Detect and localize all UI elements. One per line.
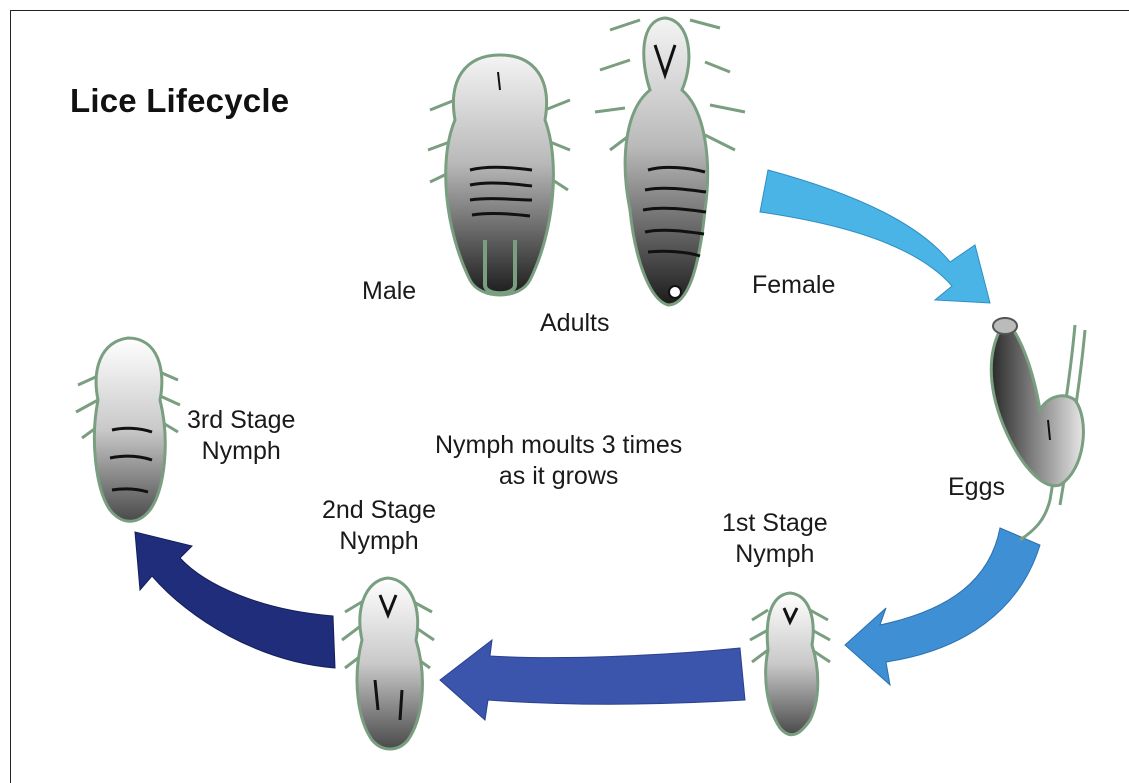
- second-stage-nymph-icon: [342, 578, 434, 749]
- label-line: Nymph: [187, 436, 295, 467]
- male-louse-icon: [428, 55, 570, 295]
- label-moult-note: Nymph moults 3 times as it grows: [435, 430, 682, 493]
- arrow-eggs-to-first-nymph: [845, 528, 1040, 685]
- eggs-icon: [991, 318, 1085, 540]
- third-stage-nymph-icon: [76, 338, 180, 521]
- label-eggs: Eggs: [948, 472, 1005, 503]
- label-line: Nymph moults 3 times: [435, 430, 682, 461]
- label-line: Nymph: [322, 526, 436, 557]
- label-first-stage-nymph: 1st Stage Nymph: [722, 508, 828, 571]
- label-adults: Adults: [540, 308, 609, 339]
- label-line: Nymph: [722, 539, 828, 570]
- label-line: as it grows: [435, 461, 682, 492]
- arrow-first-to-second-nymph: [440, 640, 745, 720]
- label-female: Female: [752, 270, 835, 301]
- first-stage-nymph-icon: [750, 593, 830, 735]
- female-louse-icon: [595, 18, 745, 305]
- label-third-stage-nymph: 3rd Stage Nymph: [187, 405, 295, 468]
- label-line: 3rd Stage: [187, 405, 295, 436]
- label-male: Male: [362, 276, 416, 307]
- label-line: 1st Stage: [722, 508, 828, 539]
- label-second-stage-nymph: 2nd Stage Nymph: [322, 495, 436, 558]
- arrow-second-to-third-nymph: [135, 532, 335, 668]
- label-line: 2nd Stage: [322, 495, 436, 526]
